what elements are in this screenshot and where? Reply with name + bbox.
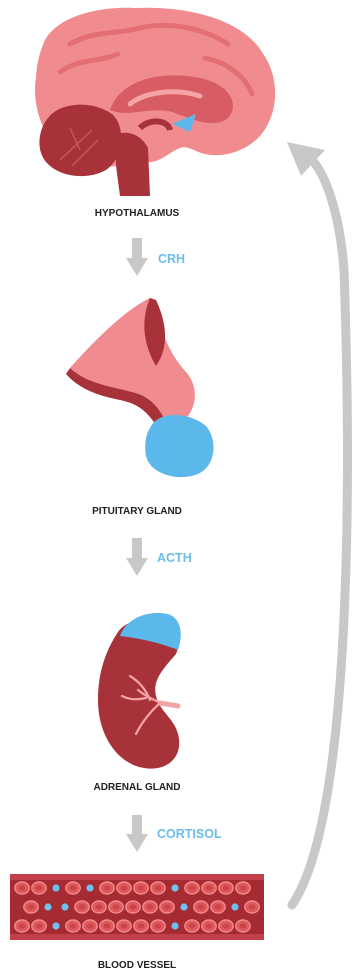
red-blood-cell-center — [130, 904, 137, 909]
red-blood-cell-center — [223, 885, 230, 890]
white-blood-cell — [61, 903, 68, 910]
white-blood-cell — [180, 903, 187, 910]
blood-vessel-label: BLOOD VESSEL — [98, 960, 176, 971]
red-blood-cell-center — [70, 923, 77, 928]
red-blood-cell-center — [79, 904, 86, 909]
hypothalamus-label: HYPOTHALAMUS — [95, 208, 180, 219]
red-blood-cell-center — [104, 885, 111, 890]
blood-vessel-icon — [10, 874, 264, 940]
red-blood-cell-center — [249, 904, 256, 909]
red-blood-cell-center — [215, 904, 222, 909]
red-blood-cell-center — [96, 904, 103, 909]
red-blood-cell-center — [155, 923, 162, 928]
brain-icon — [35, 8, 275, 196]
white-blood-cell — [44, 903, 51, 910]
white-blood-cell — [52, 922, 59, 929]
down-arrow-icon — [126, 538, 148, 576]
red-blood-cell-center — [198, 904, 205, 909]
acth-label: ACTH — [157, 551, 192, 565]
red-blood-cell-center — [138, 923, 145, 928]
down-arrow-icon — [126, 238, 148, 276]
red-blood-cell-center — [206, 923, 213, 928]
white-blood-cell — [231, 903, 238, 910]
white-blood-cell — [171, 922, 178, 929]
red-blood-cell-center — [147, 904, 154, 909]
red-blood-cell-center — [155, 885, 162, 890]
red-blood-cell-center — [113, 904, 120, 909]
red-blood-cell-center — [104, 923, 111, 928]
red-blood-cell-center — [28, 904, 35, 909]
adrenal-label: ADRENAL GLAND — [93, 782, 180, 793]
red-blood-cell-center — [240, 885, 247, 890]
red-blood-cell-center — [240, 923, 247, 928]
red-blood-cell-center — [223, 923, 230, 928]
red-blood-cell-center — [164, 904, 171, 909]
red-blood-cell-center — [206, 885, 213, 890]
red-blood-cell-center — [36, 885, 43, 890]
red-blood-cell-center — [19, 885, 26, 890]
white-blood-cell — [171, 884, 178, 891]
pituitary-label: PITUITARY GLAND — [92, 506, 182, 517]
red-blood-cell-center — [138, 885, 145, 890]
white-blood-cell — [86, 884, 93, 891]
red-blood-cell-center — [121, 923, 128, 928]
red-blood-cell-center — [36, 923, 43, 928]
pituitary-gland-icon — [66, 298, 214, 477]
red-blood-cell-center — [121, 885, 128, 890]
cortisol-label: CORTISOL — [157, 827, 222, 841]
down-arrow-icon — [126, 815, 148, 852]
adrenal-gland-kidney-icon — [98, 613, 181, 769]
red-blood-cell-center — [189, 885, 196, 890]
white-blood-cell — [52, 884, 59, 891]
red-blood-cell-center — [189, 923, 196, 928]
feedback-arrow-icon — [287, 142, 347, 905]
red-blood-cell-center — [70, 885, 77, 890]
crh-label: CRH — [158, 252, 185, 266]
red-blood-cell-center — [87, 923, 94, 928]
red-blood-cell-center — [19, 923, 26, 928]
